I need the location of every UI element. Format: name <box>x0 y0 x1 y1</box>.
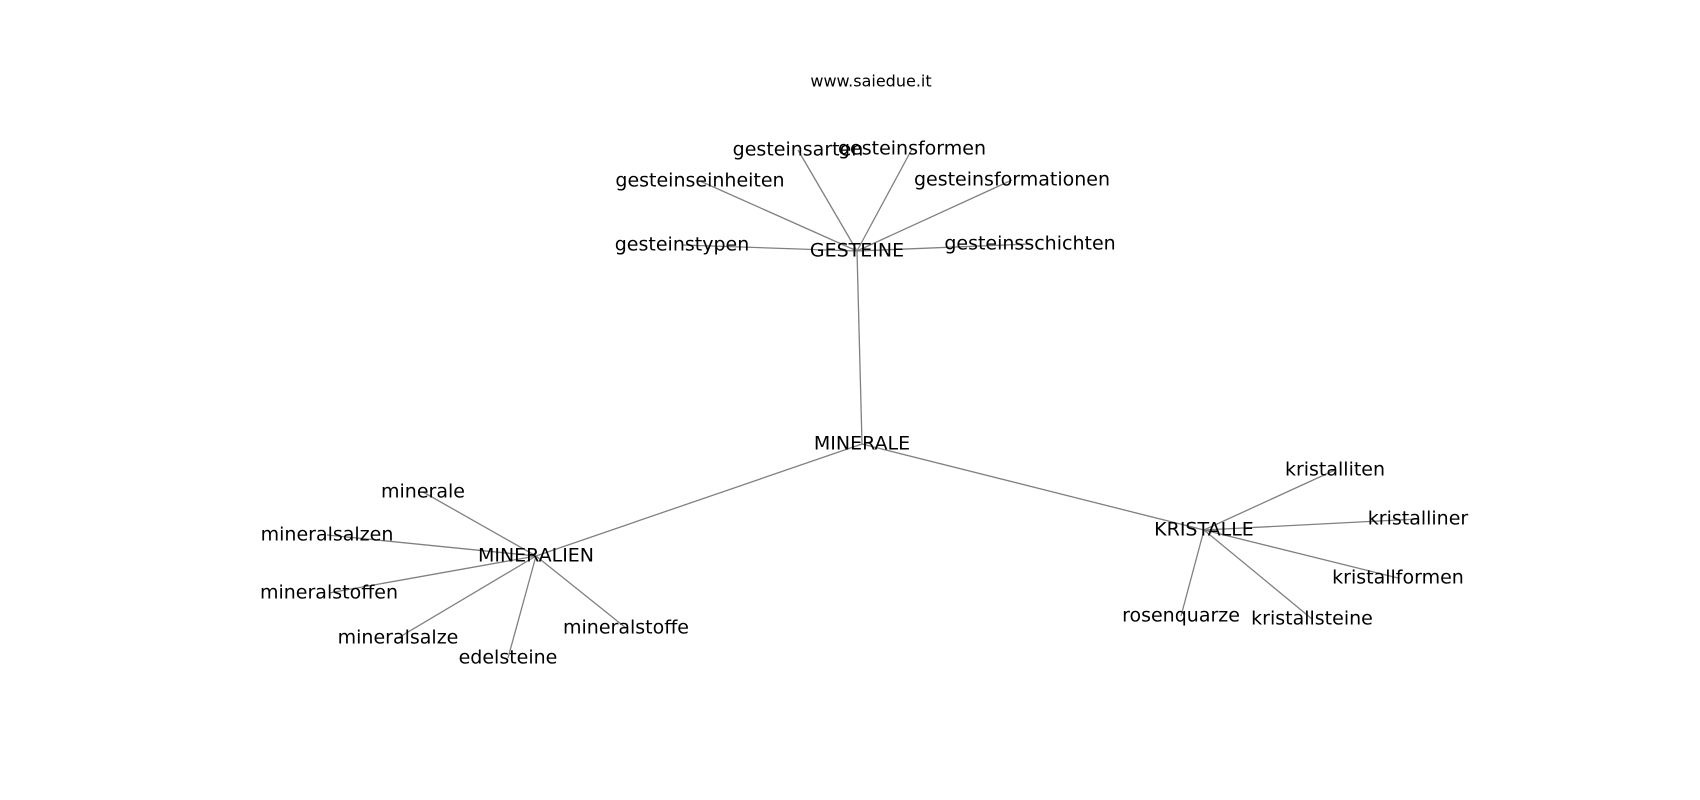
edge-root-to-mineralien <box>535 443 863 557</box>
node-hub-kristalle: KRISTALLE <box>1154 519 1254 541</box>
edge-gesteine-to-gesteinsarten <box>797 149 858 252</box>
node-hub-mineralien: MINERALIEN <box>478 545 594 567</box>
node-leaf-mineralsalzen: mineralsalzen <box>261 524 394 546</box>
node-leaf-mineralstoffe: mineralstoffe <box>563 617 689 639</box>
edges <box>326 148 1419 659</box>
node-leaf-gesteinseinheiten: gesteinseinheiten <box>615 170 784 192</box>
edge-kristalle-to-kristallsteine <box>1203 529 1313 620</box>
node-leaf-kristalliten: kristalliten <box>1285 459 1385 481</box>
node-root-label: MINERALE <box>814 433 910 455</box>
node-leaf-mineralstoffen: mineralstoffen <box>260 582 398 604</box>
edge-kristalle-to-rosenquarze <box>1180 529 1205 617</box>
watermark-text: www.saiedue.it <box>810 72 931 91</box>
edge-mineralien-to-mineralsalzen <box>326 534 537 557</box>
node-leaf-kristallsteine: kristallsteine <box>1251 608 1373 630</box>
edge-mineralien-to-minerale <box>422 491 537 557</box>
edge-root-to-kristalle <box>861 443 1205 531</box>
node-leaf-rosenquarze: rosenquarze <box>1122 605 1240 627</box>
node-labels: MINERALEGESTEINEgesteinsartengesteinsfor… <box>260 138 1468 669</box>
node-leaf-gesteinsschichten: gesteinsschichten <box>944 233 1115 255</box>
edge-mineralien-to-mineralstoffen <box>328 555 537 594</box>
edge-gesteine-to-gesteinstypen <box>681 244 858 252</box>
node-leaf-mineralsalze: mineralsalze <box>338 627 459 649</box>
edge-gesteine-to-gesteinseinheiten <box>699 180 858 252</box>
node-hub-gesteine: GESTEINE <box>810 240 904 262</box>
edge-mineralien-to-mineralsalze <box>397 555 537 639</box>
node-leaf-edelsteine: edelsteine <box>459 647 558 669</box>
edge-gesteine-to-gesteinsformen <box>856 148 913 252</box>
edge-kristalle-to-kristalliner <box>1203 518 1419 531</box>
edge-kristalle-to-kristallformen <box>1203 529 1399 579</box>
node-leaf-gesteinsarten: gesteinsarten <box>733 139 864 161</box>
edge-gesteine-to-gesteinsschichten <box>856 243 1031 252</box>
node-leaf-minerale: minerale <box>381 481 465 503</box>
node-leaf-gesteinstypen: gesteinstypen <box>615 234 750 256</box>
edge-kristalle-to-kristalliten <box>1203 469 1336 531</box>
node-leaf-kristalliner: kristalliner <box>1368 508 1469 530</box>
edge-gesteine-to-gesteinsformationen <box>856 179 1013 252</box>
node-leaf-gesteinsformationen: gesteinsformationen <box>914 169 1110 191</box>
edge-root-to-gesteine <box>856 250 863 445</box>
edge-mineralien-to-mineralstoffe <box>535 555 627 629</box>
node-leaf-gesteinsformen: gesteinsformen <box>838 138 986 160</box>
node-leaf-kristallformen: kristallformen <box>1332 567 1464 589</box>
edge-mineralien-to-edelsteine <box>507 555 537 659</box>
